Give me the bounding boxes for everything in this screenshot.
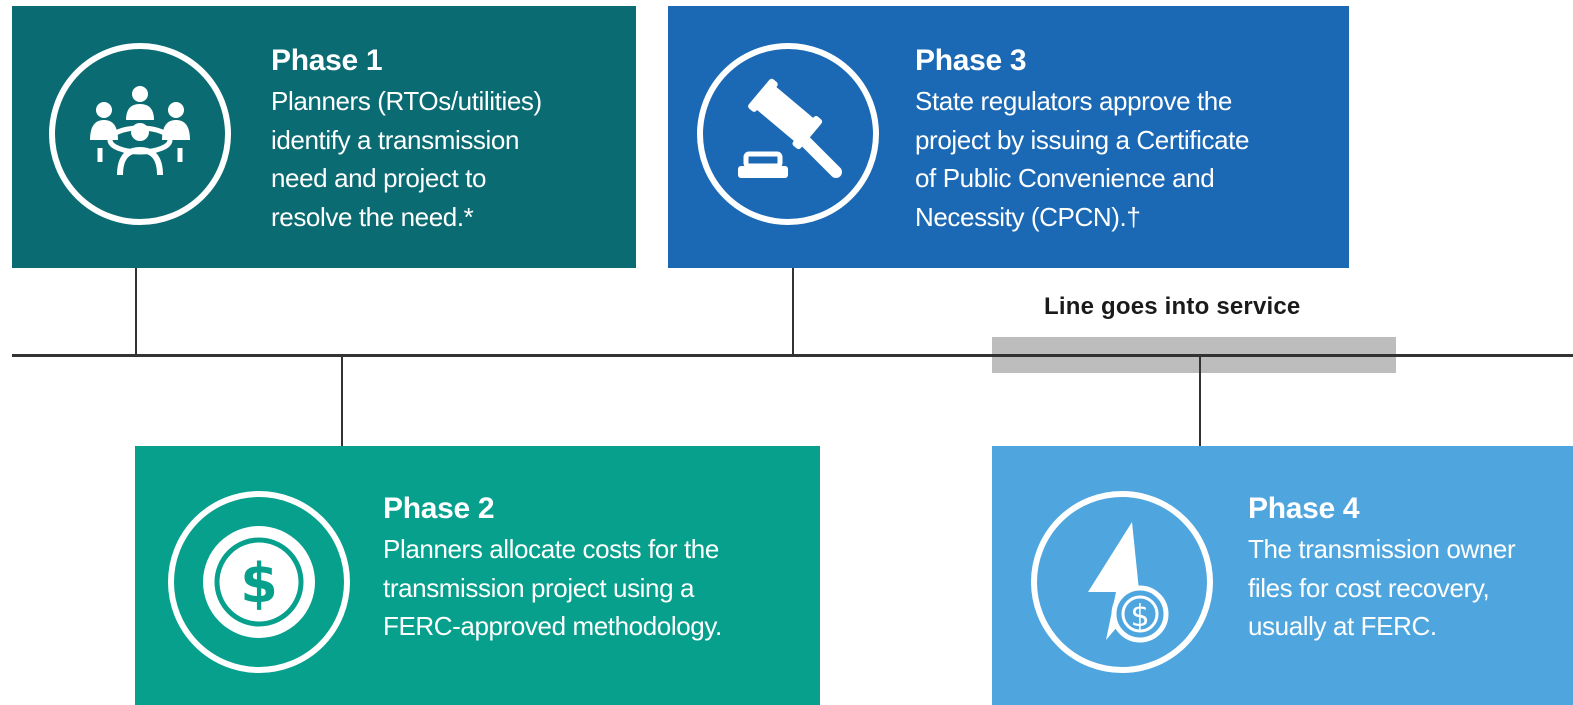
phase-3-description: State regulators approve the project by … [915,86,1250,232]
svg-text:$: $ [1130,599,1149,634]
phase-2-description: Planners allocate costs for the transmis… [383,534,722,641]
phase-4-title: Phase 4 [1248,492,1360,525]
phase-2-title: Phase 2 [383,492,495,525]
phase-4-description: The transmission owner files for cost re… [1248,534,1516,641]
lightning-dollar-icon: $ [1028,488,1216,676]
gavel-icon [694,40,882,228]
meeting-people-icon [46,40,234,228]
phase-2-card: $ Phase 2 Planners allocate costs for th… [135,446,820,705]
phase-1-title: Phase 1 [271,44,383,77]
dollar-coin-icon: $ [165,488,353,676]
phase-3-card: Phase 3 State regulators approve the pro… [668,6,1349,268]
svg-text:$: $ [240,552,278,615]
service-label: Line goes into service [1044,293,1301,320]
phase-3-title: Phase 3 [915,44,1027,77]
phase-3-connector [792,268,794,356]
phase-1-connector [135,268,137,356]
phase-1-description: Planners (RTOs/utilities) identify a tra… [271,86,542,232]
phase-4-card: $ Phase 4 The transmission owner files f… [992,446,1573,705]
phase-1-card: Phase 1 Planners (RTOs/utilities) identi… [12,6,636,268]
phase-2-connector [341,355,343,446]
phase-4-connector [1199,355,1201,446]
